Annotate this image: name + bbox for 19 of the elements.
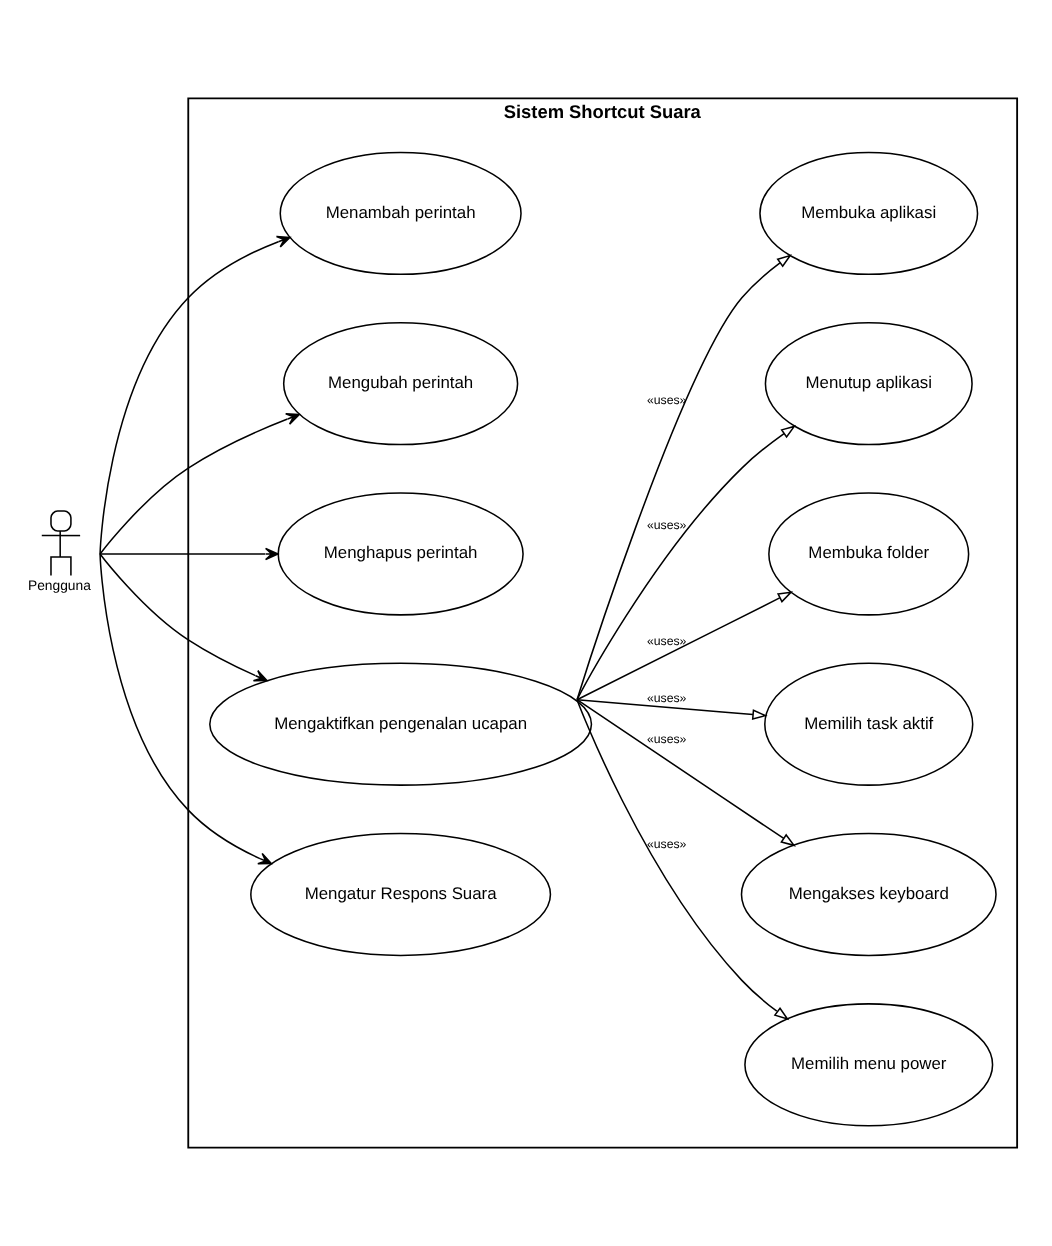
node-ellipse: Menutup aplikasi [764,322,973,446]
arrow [99,547,279,561]
arrow [576,425,797,701]
arrow [576,698,796,847]
arrow [576,254,793,701]
node-ellipse: Memilih task aktif [764,662,974,786]
node-ellipse: Membuka folder [768,492,970,616]
arrow [576,698,790,1021]
arrow [99,553,268,682]
node-ellipse: Menghapus perintah [277,492,524,616]
node-ellipse: Menambah perintah [279,151,522,276]
node-ellipse: Mengaktifkan pengenalan ucapan [209,662,593,786]
node-ellipse: Membuka aplikasi [759,151,979,276]
arrow [576,591,794,701]
arrow [99,553,273,865]
arrow [576,698,768,720]
arrow [99,235,291,555]
node-ellipse: Mengatur Respons Suara [250,832,552,957]
arrow [99,413,300,555]
